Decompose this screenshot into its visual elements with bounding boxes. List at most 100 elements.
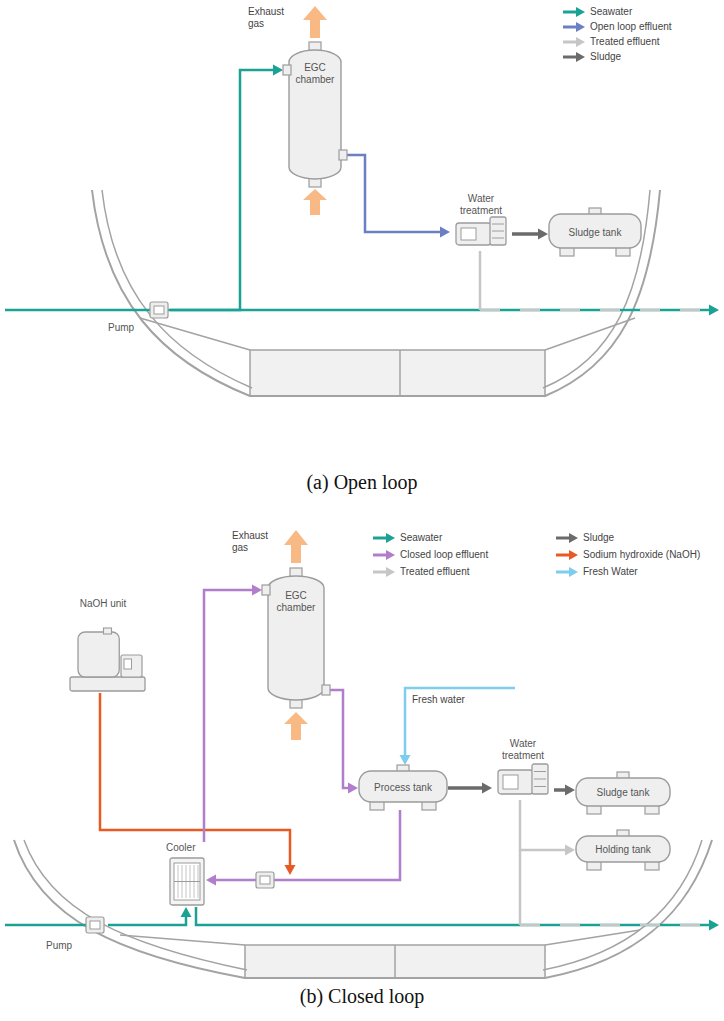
node-label: Pump xyxy=(46,940,86,952)
legend-text: Sludge xyxy=(583,532,614,544)
arrowhead xyxy=(285,865,296,875)
flow-line xyxy=(204,590,254,842)
fresh-water-label: Fresh water xyxy=(412,694,486,706)
seawater-pump: Pump xyxy=(108,300,170,338)
legend-swatch xyxy=(562,7,586,17)
treatment-body xyxy=(498,770,533,794)
swatch-head xyxy=(569,550,578,560)
legend-swatch xyxy=(372,533,396,543)
swatch-head xyxy=(569,567,578,577)
exhaust-label: Exhaust gas xyxy=(232,530,280,554)
treatment-window xyxy=(503,775,518,789)
exhaust-label: Exhaust gas xyxy=(248,6,296,30)
flow-line xyxy=(108,915,186,925)
panel-line xyxy=(492,231,504,232)
treatment-body xyxy=(456,223,491,245)
hull-a xyxy=(92,190,660,396)
flow-connector xyxy=(520,800,575,856)
cooler-shape xyxy=(170,858,204,905)
swatch-line xyxy=(563,56,577,59)
arrowhead xyxy=(709,305,719,316)
swatch-head xyxy=(576,22,585,32)
node-label: NaOH unit xyxy=(78,598,128,610)
flow-connector xyxy=(330,690,358,794)
pump-face xyxy=(260,876,270,884)
seawater-line xyxy=(196,907,710,925)
wt-shape xyxy=(456,217,506,249)
treated-effluent-line xyxy=(479,251,482,310)
arrowhead xyxy=(482,783,492,794)
arrowhead xyxy=(206,875,216,886)
hull-outline xyxy=(92,190,660,396)
exhaust-arrow xyxy=(303,189,327,215)
cooler-core xyxy=(174,863,200,900)
scrubber-chamber: EGC chamber xyxy=(262,568,330,708)
legend-text: Seawater xyxy=(400,532,442,544)
sludge-tank: Sludge tank xyxy=(548,208,642,256)
node-label: Process tank xyxy=(362,782,444,794)
node-label: Water treatment xyxy=(450,193,512,217)
swatch-head xyxy=(569,533,578,543)
pump-body xyxy=(256,872,274,888)
tank-body xyxy=(576,778,670,806)
inlet-nozzle xyxy=(262,585,270,595)
legend-text: Treated effluent xyxy=(590,36,660,48)
swatch-head xyxy=(386,567,395,577)
tank-body xyxy=(549,214,641,248)
swatch-head xyxy=(576,37,585,47)
legend-swatch xyxy=(555,533,579,543)
node-label: EGC chamber xyxy=(287,62,343,86)
node-label: EGC chamber xyxy=(267,590,325,614)
swatch-line xyxy=(563,26,577,29)
arrowhead xyxy=(565,845,575,856)
hull-bottom xyxy=(245,945,545,978)
panel-line xyxy=(492,238,504,239)
naoh-unit: NaOH unit xyxy=(70,598,145,693)
flow-connector xyxy=(204,585,262,843)
chamber-body xyxy=(268,576,324,700)
swatch-head xyxy=(576,7,585,17)
pump-shape xyxy=(86,917,104,933)
panel-line xyxy=(534,786,546,787)
flow-connector xyxy=(108,907,192,925)
swatch-line xyxy=(373,571,387,574)
arrowhead xyxy=(565,785,575,796)
arrowhead xyxy=(440,227,450,238)
flow-line xyxy=(520,800,567,850)
legend-text: Open loop effluent xyxy=(590,21,672,33)
hull-slope xyxy=(120,930,640,945)
legend-text: Treated effluent xyxy=(400,566,470,578)
outlet-nozzle xyxy=(322,685,330,695)
treated-effluent-line xyxy=(480,309,710,312)
swatch-line xyxy=(556,554,570,557)
exhaust-arrow xyxy=(284,530,308,563)
scrubber-chamber: EGC chamber xyxy=(283,42,347,187)
flow-line xyxy=(512,232,540,236)
pump-shape xyxy=(150,302,168,318)
swatch-head xyxy=(576,52,585,62)
cooler-body xyxy=(170,858,204,905)
flow-connector xyxy=(347,155,450,238)
dosing-panel xyxy=(124,659,132,669)
seawater-pump: Pump xyxy=(46,916,108,956)
hull-bottom xyxy=(250,350,545,396)
legend-swatch xyxy=(372,567,396,577)
arrowhead xyxy=(252,585,262,596)
node-label: Sludge tank xyxy=(552,227,638,239)
node-label: Water treatment xyxy=(492,738,554,762)
hull-divider xyxy=(399,350,401,396)
tank-nozzle xyxy=(104,628,112,634)
hull-slope xyxy=(140,318,635,350)
seawater-line xyxy=(5,924,88,927)
exhaust-arrow xyxy=(303,6,327,38)
sludge-tank: Sludge tank xyxy=(575,772,671,814)
arrowhead xyxy=(400,755,411,765)
flow-connector xyxy=(206,810,400,886)
treated-effluent-line xyxy=(519,850,522,925)
arrowhead xyxy=(348,783,358,794)
swatch-head xyxy=(386,550,395,560)
swatch-line xyxy=(556,571,570,574)
panel-caption: (b) Closed loop xyxy=(0,984,724,1008)
